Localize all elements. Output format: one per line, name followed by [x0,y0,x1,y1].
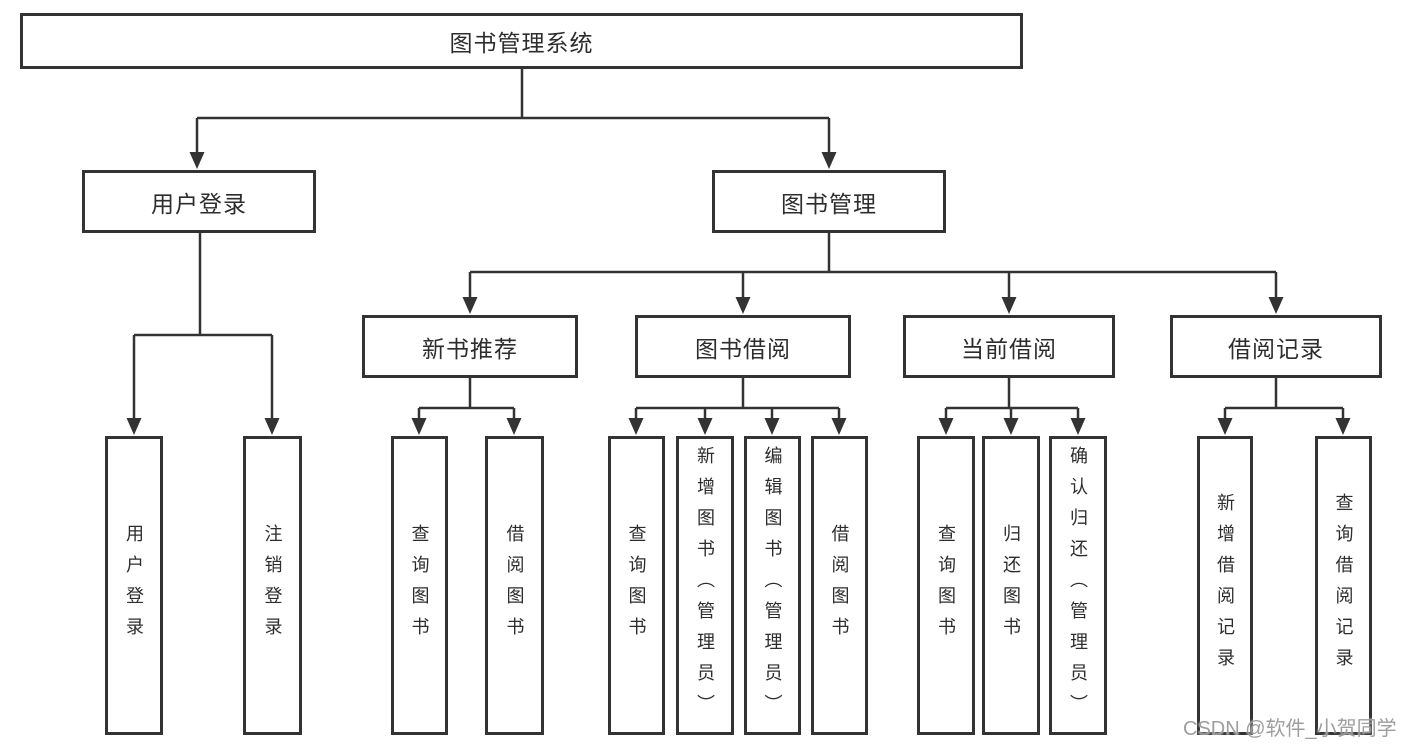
connector-newrec-to-leaves [411,378,522,435]
leaf-edit-books-admin-label: 编辑图书（管理员） [762,446,783,725]
node-book-borrow: 图书借阅 [635,315,851,378]
leaf-add-borrow-record: 新增借阅记录 [1197,436,1253,735]
leaf-query-borrow-record-label: 查询借阅记录 [1333,492,1354,679]
connector-userlogin-to-leaves [126,233,280,435]
node-current-borrow: 当前借阅 [903,315,1115,378]
connector-root-to-level2 [189,69,837,169]
leaf-add-books-admin: 新增图书（管理员） [676,436,734,735]
leaf-user-login: 用户登录 [105,436,163,735]
leaf-query-books-recommend-label: 查询图书 [409,523,430,648]
node-borrow-records-label: 借阅记录 [1228,335,1324,362]
leaf-query-books-recommend: 查询图书 [391,436,448,735]
leaf-user-login-label: 用户登录 [124,523,144,648]
leaf-query-books-current-label: 查询图书 [936,523,956,648]
leaf-borrow-books: 借阅图书 [811,436,868,735]
connector-records-to-leaves [1217,378,1351,435]
leaf-query-books-borrow: 查询图书 [608,436,665,735]
node-book-management: 图书管理 [712,170,946,233]
leaf-logout-label: 注销登录 [262,523,283,648]
leaf-confirm-return-admin-label: 确认归还（管理员） [1068,446,1088,725]
node-user-login-label: 用户登录 [151,190,247,217]
node-book-management-label: 图书管理 [781,190,877,217]
connector-bookmgmt-to-level3 [462,233,1284,314]
leaf-borrow-books-recommend: 借阅图书 [485,436,544,735]
leaf-add-books-admin-label: 新增图书（管理员） [695,446,715,725]
leaf-query-books-borrow-label: 查询图书 [626,523,647,648]
leaf-return-books: 归还图书 [982,436,1040,735]
leaf-logout: 注销登录 [243,436,302,735]
node-borrow-records: 借阅记录 [1170,315,1382,378]
node-user-login: 用户登录 [82,170,316,233]
leaf-confirm-return-admin: 确认归还（管理员） [1049,436,1107,735]
leaf-borrow-books-recommend-label: 借阅图书 [504,523,525,648]
node-new-book-recommend-label: 新书推荐 [422,335,518,362]
leaf-return-books-label: 归还图书 [1001,523,1021,648]
leaf-query-borrow-record: 查询借阅记录 [1315,436,1372,735]
watermark: CSDN @软件_小贺同学 [1183,718,1397,740]
leaf-add-borrow-record-label: 新增借阅记录 [1215,492,1235,679]
node-new-book-recommend: 新书推荐 [362,315,578,378]
node-book-borrow-label: 图书借阅 [695,335,791,362]
connector-borrow-to-leaves [628,378,847,435]
connector-current-to-leaves [938,378,1086,435]
node-current-borrow-label: 当前借阅 [961,335,1057,362]
node-library-system: 图书管理系统 [20,13,1023,69]
node-library-system-label: 图书管理系统 [449,30,594,56]
leaf-edit-books-admin: 编辑图书（管理员） [744,436,801,735]
leaf-borrow-books-label: 借阅图书 [829,523,850,648]
leaf-query-books-current: 查询图书 [917,436,975,735]
